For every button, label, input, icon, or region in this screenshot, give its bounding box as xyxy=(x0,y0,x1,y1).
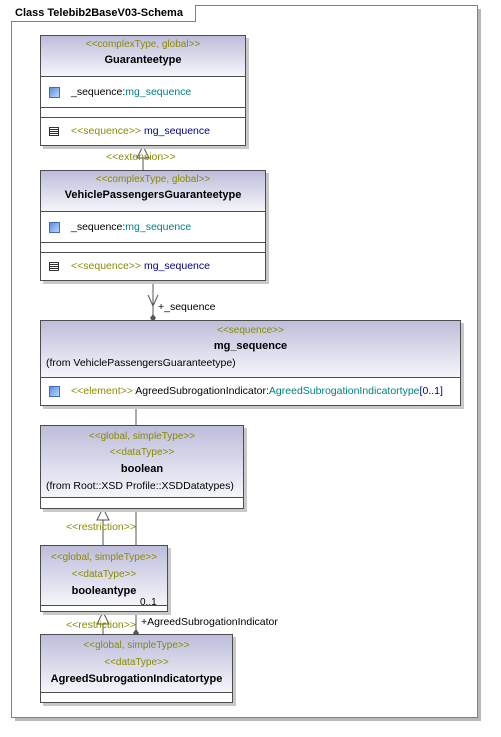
stereotype-label: <<global, simpleType>> xyxy=(88,431,196,442)
class-name: VehiclePassengersGuaranteetype xyxy=(64,189,242,201)
attribute-icon xyxy=(49,386,60,397)
generalization-arrowhead xyxy=(96,610,110,625)
empty-compartment xyxy=(41,108,245,118)
datatype-stereotype-label: <<dataType>> xyxy=(104,657,169,668)
extension-label: <<extension>> xyxy=(106,151,176,163)
operation-row[interactable]: <<sequence>> mg_sequence xyxy=(41,118,245,144)
from-package-label: (from Root::XSD Profile::XSDDatatypes) xyxy=(46,480,234,492)
from-package-label: (from VehiclePassengersGuaranteetype) xyxy=(46,357,236,369)
diagram-title: Class Telebib2BaseV03-Schema xyxy=(11,5,196,22)
frame-shadow xyxy=(477,9,481,720)
role-label-sequence: +_sequence xyxy=(158,301,216,313)
class-vehiclepassengersguaranteetype[interactable]: <<complexType, global>> VehiclePassenger… xyxy=(40,170,266,281)
datatype-stereotype-label: <<dataType>> xyxy=(71,569,137,580)
empty-compartment xyxy=(41,243,265,253)
class-name: booleantype xyxy=(71,585,137,597)
class-name: mg_sequence xyxy=(213,340,288,352)
operation-name: mg_sequence xyxy=(144,125,210,137)
stereotype-label: <<complexType, global>> xyxy=(85,39,201,50)
stereotype-label: <<sequence>> xyxy=(217,325,284,336)
attribute-row[interactable]: _sequence:mg_sequence xyxy=(41,212,265,242)
multiplicity-label: 0..1 xyxy=(140,597,157,608)
empty-compartment xyxy=(41,498,243,507)
operation-row[interactable]: <<sequence>> mg_sequence xyxy=(41,253,265,279)
stereotype-label: <<global, simpleType>> xyxy=(83,640,190,651)
restriction-label: <<restriction>> xyxy=(66,619,137,631)
operation-stereotype: <<sequence>> xyxy=(71,260,142,272)
operation-stereotype: <<sequence>> xyxy=(71,125,142,137)
class-name: boolean xyxy=(120,463,164,475)
class-boolean[interactable]: <<global, simpleType>> <<dataType>> bool… xyxy=(40,425,244,509)
generalization-arrowhead xyxy=(96,506,110,521)
attribute-name: _sequence: xyxy=(71,86,126,98)
role-label-agreed: +AgreedSubrogationIndicator xyxy=(141,616,278,628)
attribute-type: AgreedSubrogationIndicatortype xyxy=(268,385,420,397)
generalization-arrowhead xyxy=(136,144,150,159)
empty-compartment xyxy=(41,693,232,701)
operation-name: mg_sequence xyxy=(144,260,210,272)
datatype-stereotype-label: <<dataType>> xyxy=(109,447,175,458)
stereotype-label: <<complexType, global>> xyxy=(95,174,211,185)
class-name: AgreedSubrogationIndicatortype xyxy=(50,673,223,685)
class-name: Guaranteetype xyxy=(104,54,182,66)
attribute-type: mg_sequence xyxy=(125,221,192,233)
stereotype-label: <<global, simpleType>> xyxy=(50,552,158,563)
open-arrowhead xyxy=(147,294,159,308)
attribute-name: AgreedSubrogationIndicator: xyxy=(135,385,269,397)
attribute-icon xyxy=(49,87,60,98)
class-agreedsubrogationindicatortype[interactable]: <<global, simpleType>> <<dataType>> Agre… xyxy=(40,634,233,703)
class-mg-sequence[interactable]: <<sequence>> mg_sequence (from VehiclePa… xyxy=(40,320,461,406)
class-guaranteetype[interactable]: <<complexType, global>> Guaranteetype _s… xyxy=(40,35,246,146)
attribute-row[interactable]: <<element>> AgreedSubrogationIndicator:A… xyxy=(41,378,460,404)
operation-icon xyxy=(49,262,59,271)
attribute-name: _sequence: xyxy=(71,221,126,233)
attribute-type: mg_sequence xyxy=(125,86,192,98)
attribute-multiplicity: [0..1] xyxy=(419,385,443,397)
class-booleantype[interactable]: <<global, simpleType>> <<dataType>> bool… xyxy=(40,545,168,612)
attribute-icon xyxy=(49,222,60,233)
restriction-label: <<restriction>> xyxy=(66,521,137,533)
attribute-stereotype: <<element>> xyxy=(71,385,133,397)
attribute-row[interactable]: _sequence:mg_sequence xyxy=(41,77,245,107)
operation-icon xyxy=(49,127,59,136)
frame-shadow xyxy=(15,717,481,721)
